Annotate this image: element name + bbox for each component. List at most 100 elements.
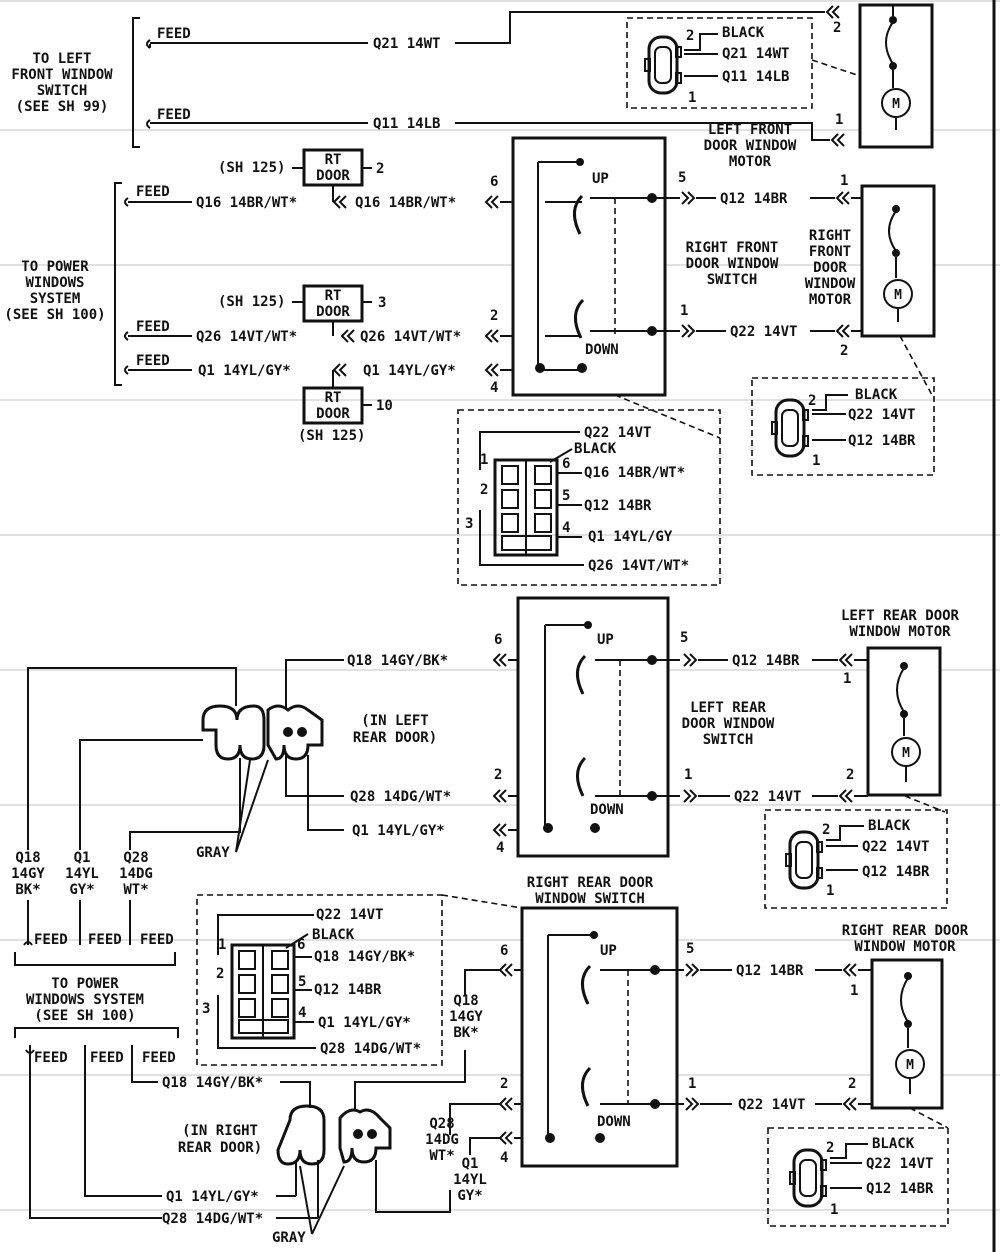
rr-gray-connector-a (276, 1104, 326, 1166)
rf-q16-b: Q16 14BR/WT* (355, 195, 456, 211)
rr-conn-p1: 1 (830, 1202, 838, 1218)
rr-swc-pin4: 4 (298, 1005, 306, 1021)
lr-conn-black: BLACK (868, 818, 911, 834)
lf-conn-q21: Q21 14WT (722, 46, 789, 62)
rr-side-q18-2: 14GY (449, 1009, 483, 1025)
rr-swc-pin6: 6 (297, 937, 305, 953)
rf-swc-pin4: 4 (562, 520, 570, 536)
rr-switch-connector (230, 943, 296, 1040)
lf-motor-title-2: DOOR WINDOW (704, 138, 797, 154)
lr-gray: GRAY (196, 845, 230, 861)
rf-dest-3: SYSTEM (30, 291, 81, 307)
rr-sw-pin1: 1 (688, 1076, 696, 1092)
rr-swc-q28: Q28 14DG/WT* (320, 1041, 421, 1057)
rr-motor-pin1: 1 (850, 983, 858, 999)
rr-conn-black: BLACK (872, 1136, 915, 1152)
rf-sw-title-2: DOOR WINDOW (686, 256, 779, 272)
rr-side-q28-2: 14DG (425, 1132, 459, 1148)
lf-conn-black: BLACK (722, 25, 765, 41)
lr-sw-pin4: 4 (496, 840, 504, 856)
lr-wl-q28-3: WT* (123, 882, 148, 898)
rf-rtdoor-pin-3: 10 (376, 398, 393, 414)
lf-wire-q21: Q21 14WT (373, 36, 440, 52)
rf-q16-a: Q16 14BR/WT* (196, 195, 297, 211)
lr-wl-q18-2: 14GY (11, 866, 45, 882)
rf-rtdoor-2a: RT (325, 288, 342, 304)
rr-swc-q22: Q22 14VT (316, 907, 383, 923)
rf-conn-p1: 1 (812, 453, 820, 469)
lf-conn-q11: Q11 14LB (722, 69, 789, 85)
rf-up: UP (592, 171, 609, 187)
rf-swc-pin1: 1 (480, 452, 488, 468)
rr-side-q28-1: Q28 (429, 1116, 454, 1132)
rf-dest-2: WINDOWS (25, 275, 84, 291)
rf-swc-black: BLACK (574, 441, 617, 457)
lf-dest-4: (SEE SH 99) (16, 99, 109, 115)
rr-q12: Q12 14BR (736, 963, 804, 979)
rf-swc-q26: Q26 14VT/WT* (588, 558, 689, 574)
rr-q1: Q1 14YL/GY* (166, 1189, 259, 1205)
rr-motor-pin2: 2 (848, 1076, 856, 1092)
rr-sw-title-1: RIGHT REAR DOOR (527, 875, 654, 891)
rr-down: DOWN (597, 1114, 631, 1130)
rr-sw-title-2: WINDOW SWITCH (535, 891, 645, 907)
lr-conn-p2: 2 (822, 822, 830, 838)
rr-dest-2: WINDOWS SYSTEM (26, 992, 144, 1008)
lr-q28: Q28 14DG/WT* (350, 789, 451, 805)
rf-conn-q22: Q22 14VT (848, 407, 915, 423)
rr-gray: GRAY (272, 1230, 306, 1246)
rr-feed-2: FEED (90, 1050, 124, 1066)
rf-motor-title-5: MOTOR (809, 292, 852, 308)
lr-down: DOWN (590, 802, 624, 818)
left-rear-section: (IN LEFT REAR DOOR) Q18 14GY/BK* 6 Q28 1… (11, 596, 960, 966)
lr-wl-q1-3: GY* (69, 882, 94, 898)
rf-motor-title-4: WINDOW (805, 276, 856, 292)
rf-feed-q26: FEED (136, 319, 170, 335)
lr-q12: Q12 14BR (732, 653, 800, 669)
lr-sw-title-3: SWITCH (703, 732, 754, 748)
lr-sw-title-2: DOOR WINDOW (682, 716, 775, 732)
rr-side-q18-3: BK* (453, 1025, 478, 1041)
lr-q22: Q22 14VT (734, 789, 801, 805)
rr-motor-m: M (906, 1058, 914, 1073)
lr-wl-q18-1: Q18 (15, 850, 40, 866)
rr-gray-connector-b (338, 1108, 392, 1164)
lf-conn-pin2: 2 (686, 28, 694, 44)
lf-motor-m: M (892, 97, 900, 112)
lr-conn-q22: Q22 14VT (862, 839, 929, 855)
lr-gray-connector-b (266, 704, 324, 761)
rr-side-q1-1: Q1 (462, 1156, 479, 1172)
lr-in-door-1: (IN LEFT (361, 713, 428, 729)
lr-wl-q1-2: 14YL (65, 866, 99, 882)
rr-side-q1-3: GY* (457, 1188, 482, 1204)
lr-switch-box (516, 596, 670, 858)
rf-swc-pin2: 2 (480, 482, 488, 498)
lr-sw-pin5: 5 (680, 630, 688, 646)
lr-feed-2: FEED (88, 932, 122, 948)
rr-in-door-2: REAR DOOR) (178, 1140, 262, 1156)
lr-in-door-2: REAR DOOR) (353, 730, 437, 746)
rr-sw-pin6: 6 (500, 943, 508, 959)
rf-feed-q1: FEED (136, 353, 170, 369)
lr-wl-q1-1: Q1 (74, 850, 91, 866)
rf-motor-title-2: FRONT (809, 244, 851, 260)
rf-rtdoor-pin-1: 2 (376, 161, 384, 177)
rf-sh125-2: (SH 125) (218, 294, 285, 310)
rf-rtdoor-2b: DOOR (316, 304, 350, 320)
rf-sh125-3: (SH 125) (298, 428, 365, 444)
rf-motor-m: M (894, 288, 902, 303)
lf-feed-1: FEED (157, 26, 191, 42)
rf-q1-b: Q1 14YL/GY* (363, 363, 456, 379)
rf-swc-q16: Q16 14BR/WT* (584, 465, 685, 481)
lr-feed-3: FEED (140, 932, 174, 948)
lf-dest-2: FRONT WINDOW (11, 67, 113, 83)
rf-q1-a: Q1 14YL/GY* (198, 363, 291, 379)
lr-conn-q12: Q12 14BR (862, 864, 930, 880)
lr-gray-connector-a (201, 704, 266, 761)
rf-conn-q12: Q12 14BR (848, 433, 916, 449)
lr-motor-title-1: LEFT REAR DOOR (841, 608, 960, 624)
rr-swc-q1: Q1 14YL/GY* (318, 1015, 411, 1031)
rf-conn-p2: 2 (808, 393, 816, 409)
rr-q18: Q18 14GY/BK* (162, 1075, 263, 1091)
rf-motor-title-1: RIGHT (809, 228, 851, 244)
